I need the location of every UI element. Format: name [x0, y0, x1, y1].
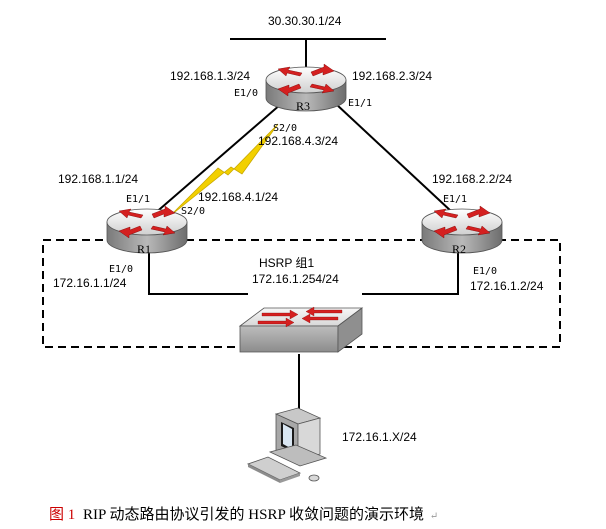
figure-caption: 图 1 RIP 动态路由协议引发的 HSRP 收敛问题的演示环境 ↵ [49, 505, 438, 523]
r2-e11-port: E1/1 [443, 194, 467, 205]
router-r3-name: R3 [296, 99, 310, 113]
r1-e11-ip: 192.168.1.1/24 [58, 172, 138, 186]
r1-e11-port: E1/1 [126, 194, 150, 205]
link-r3-r2 [335, 103, 453, 213]
r1-e10-ip: 172.16.1.1/24 [53, 276, 127, 290]
figure-caption-mark: ↵ [430, 511, 438, 522]
top-network-label: 30.30.30.1/24 [268, 14, 342, 28]
r3-s20-ip: 192.168.4.3/24 [258, 134, 338, 148]
figure-caption-prefix: 图 1 [49, 506, 75, 523]
pc-ip-label: 172.16.1.X/24 [342, 430, 417, 444]
link-r2-switch [362, 250, 459, 295]
switch-icon [238, 306, 364, 353]
r3-e11-port: E1/1 [348, 98, 372, 109]
r3-e10-port: E1/0 [234, 88, 258, 99]
r1-e10-port: E1/0 [109, 264, 133, 275]
r2-e11-ip: 192.168.2.2/24 [432, 172, 512, 186]
hsrp-virtual-ip: 172.16.1.254/24 [252, 272, 339, 286]
hsrp-group-label: HSRP 组1 [259, 256, 314, 270]
r3-e10-ip: 192.168.1.3/24 [170, 69, 250, 83]
r2-e10-port: E1/0 [473, 266, 497, 277]
r1-s20-port: S2/0 [181, 206, 205, 217]
r3-s20-port: S2/0 [273, 123, 297, 134]
router-r2-name: R2 [452, 242, 466, 256]
r2-e10-ip: 172.16.1.2/24 [470, 279, 544, 293]
link-r1-switch [148, 250, 248, 295]
router-r1-name: R1 [137, 242, 151, 256]
pc-icon [246, 407, 328, 483]
figure-caption-text: RIP 动态路由协议引发的 HSRP 收敛问题的演示环境 [83, 505, 424, 523]
link-r1-r3 [152, 103, 282, 216]
r3-e11-ip: 192.168.2.3/24 [352, 69, 432, 83]
serial-link-bolt [169, 123, 279, 217]
r1-s20-ip: 192.168.4.1/24 [198, 190, 278, 204]
